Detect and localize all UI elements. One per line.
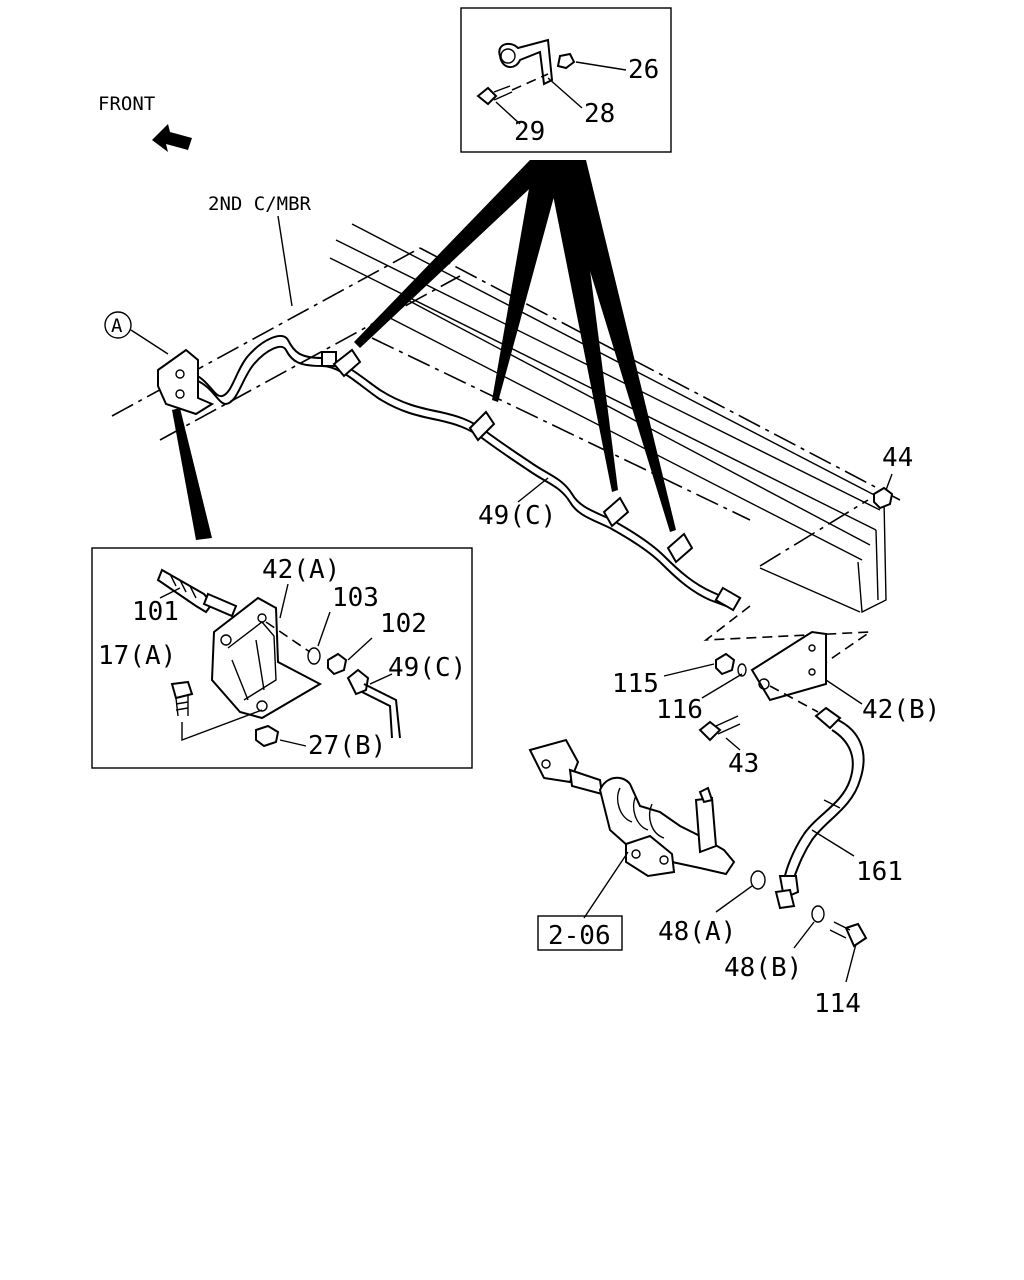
label-27b: 27(B)	[308, 731, 386, 761]
mounting-flange	[625, 834, 676, 878]
bolt-17a	[170, 680, 194, 700]
label-42b: 42(B)	[862, 695, 940, 725]
label-103: 103	[332, 583, 379, 613]
nut-26	[556, 52, 576, 70]
master-cylinder	[528, 738, 736, 878]
washer-103	[307, 647, 321, 665]
callout-wedges	[172, 160, 676, 540]
pipe-sleeve	[321, 351, 337, 367]
washer-48b	[811, 905, 825, 923]
detail-box-a	[91, 547, 473, 769]
ref-box	[537, 915, 623, 951]
label-161: 161	[856, 857, 903, 887]
label-102: 102	[380, 609, 427, 639]
pipe-clip	[602, 496, 630, 528]
pipe-clip	[666, 532, 694, 564]
flex-hose-161	[778, 706, 865, 900]
front-arrow-icon	[152, 124, 192, 152]
bracket-42a	[210, 596, 323, 720]
label-115: 115	[612, 669, 659, 699]
detail-box-clip	[460, 7, 672, 153]
bracket-42b	[750, 630, 827, 702]
bolt-114	[844, 922, 868, 948]
hose-banjo	[774, 888, 796, 910]
label-49c-main: 49(C)	[478, 501, 556, 531]
pipe-flare-nut	[714, 586, 742, 612]
label-49c-detail: 49(C)	[388, 653, 466, 683]
bracket-42b-assembly	[663, 605, 873, 751]
label-29: 29	[514, 117, 545, 147]
ref-box-label: 2-06	[548, 921, 611, 951]
detail-a-label: A	[111, 315, 123, 337]
label-44: 44	[882, 443, 913, 473]
nut-44	[873, 486, 894, 510]
label-28: 28	[584, 99, 615, 129]
bolt-43	[698, 720, 722, 742]
label-48b: 48(B)	[724, 953, 802, 983]
nut-115	[715, 652, 736, 676]
clip-28-body	[498, 38, 554, 86]
label-101: 101	[132, 597, 179, 627]
pipe-clip	[332, 348, 362, 378]
member-label: 2ND C/MBR	[208, 193, 312, 215]
pipe-clip	[468, 410, 496, 442]
label-17a: 17(A)	[98, 641, 176, 671]
reservoir-port	[694, 796, 718, 854]
front-indicator: FRONT	[98, 93, 192, 152]
label-43: 43	[728, 749, 759, 779]
washer-116	[737, 663, 747, 677]
hose-fitting	[202, 592, 238, 618]
detail-a-marker	[104, 311, 132, 339]
bolt-29-head	[476, 86, 498, 106]
front-label: FRONT	[98, 93, 155, 115]
nut-102	[327, 652, 348, 676]
brake-pipe-49c	[189, 335, 742, 612]
nut-27b	[255, 724, 280, 748]
pipe-end-49c	[346, 668, 370, 696]
label-48a: 48(A)	[658, 917, 736, 947]
label-42a: 42(A)	[262, 555, 340, 585]
label-26: 26	[628, 55, 659, 85]
frame-rail	[111, 223, 901, 614]
washer-48a	[750, 870, 766, 890]
label-114: 114	[814, 989, 861, 1019]
bracket-a-mount	[157, 348, 215, 416]
label-116: 116	[656, 695, 703, 725]
